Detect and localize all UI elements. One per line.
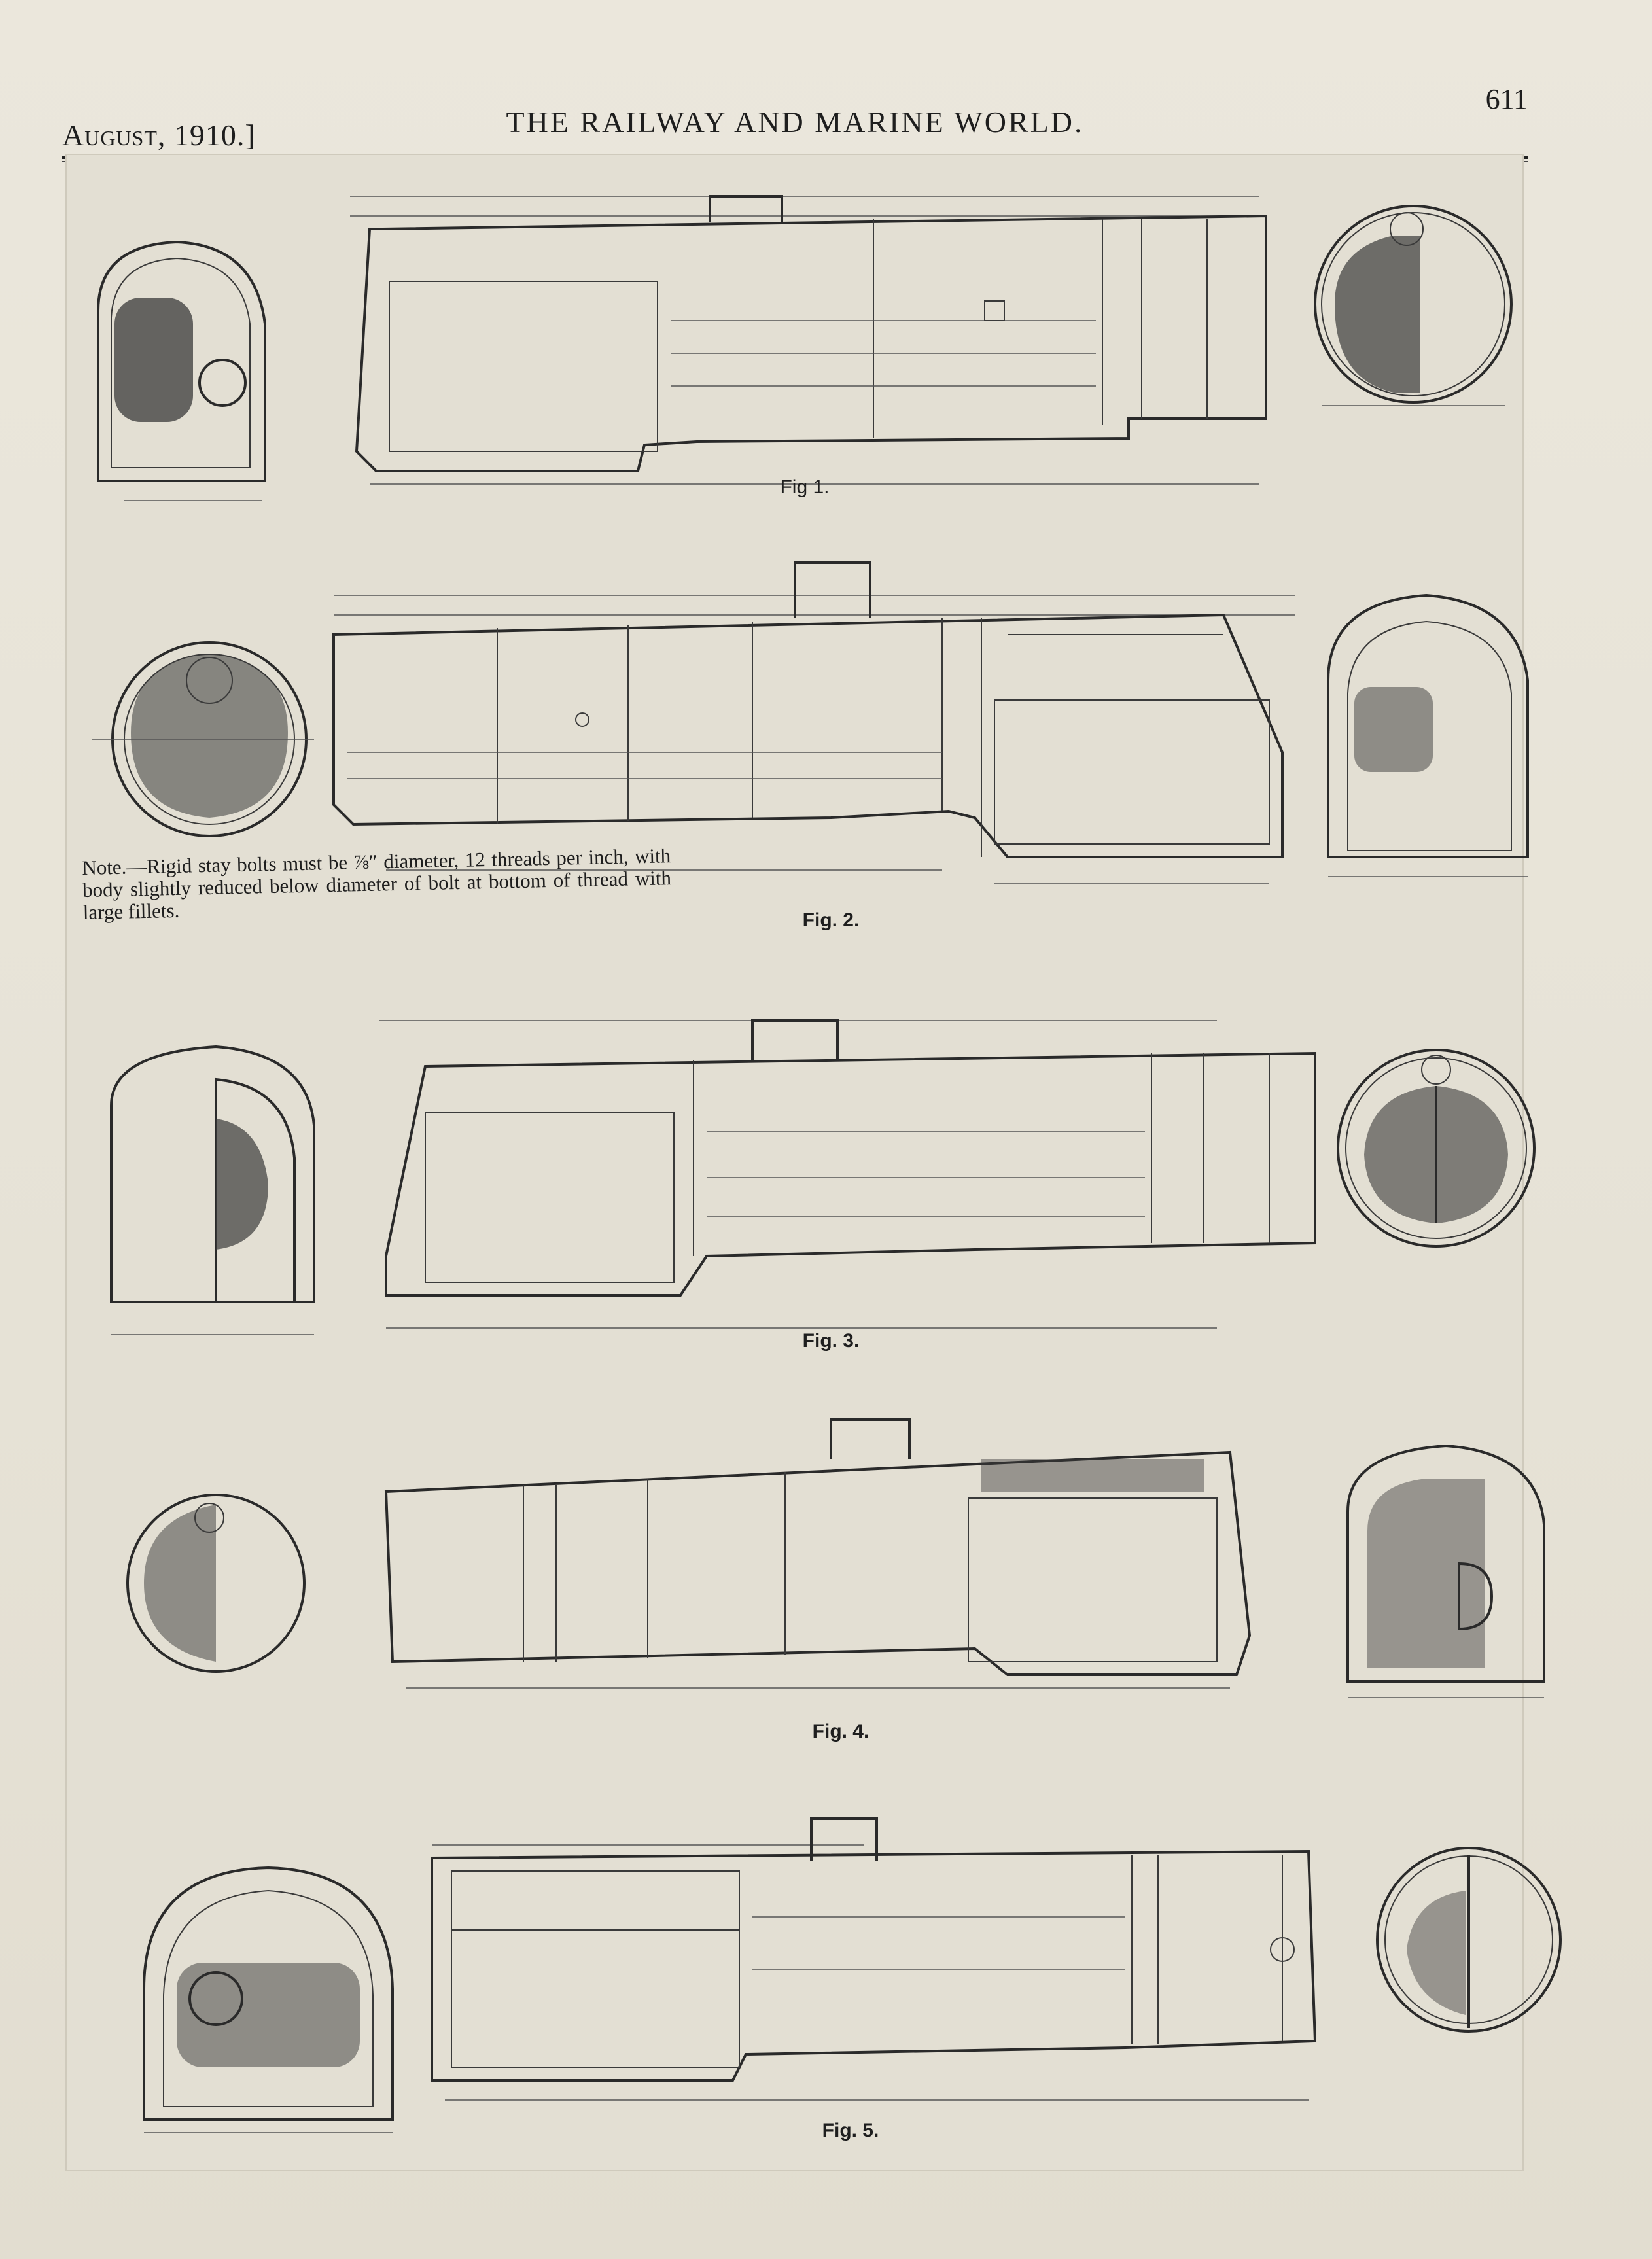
fig-5-caption: Fig. 5.: [822, 2120, 879, 2141]
fig-4-firebox-section: [1335, 1433, 1557, 1707]
fig-1-end-section: [85, 232, 308, 514]
fig-5-firebox-section: [131, 1858, 406, 2139]
fig-2-front-tube-sheet: [92, 615, 314, 850]
fig-5-side-elevation: [406, 1806, 1328, 2120]
fig-1-side-elevation: [330, 183, 1286, 491]
fig-4-side-elevation: [366, 1413, 1289, 1721]
drawings-plate: [65, 154, 1524, 2171]
fig-4-caption: Fig. 4.: [812, 1721, 870, 1742]
fig-2-caption: Fig. 2.: [802, 909, 860, 931]
fig-5-front-tube-sheet: [1367, 1838, 1570, 2041]
fig-3-side-elevation: [366, 994, 1328, 1361]
fig-2-side-elevation: [321, 543, 1309, 890]
journal-title: THE RAILWAY AND MARINE WORLD.: [506, 105, 1084, 139]
issue-date: August, 1910.]: [62, 118, 256, 152]
fig-3-caption: Fig. 3.: [802, 1330, 860, 1352]
fig-3-firebox-section: [98, 1027, 334, 1354]
page-header: August, 1910.] THE RAILWAY AND MARINE WO…: [62, 79, 1528, 162]
fig-1-caption: Fig 1.: [780, 476, 830, 498]
fig-3-front-tube-sheet: [1328, 1040, 1544, 1256]
stay-bolt-note: Note.—Rigid stay bolts must be ⅞″ diamet…: [81, 844, 672, 924]
page-number: 611: [1485, 83, 1528, 115]
fig-1-front-tube-sheet: [1309, 196, 1518, 419]
fig-2-firebox-section: [1315, 576, 1544, 883]
fig-4-front-tube-sheet: [118, 1485, 314, 1681]
